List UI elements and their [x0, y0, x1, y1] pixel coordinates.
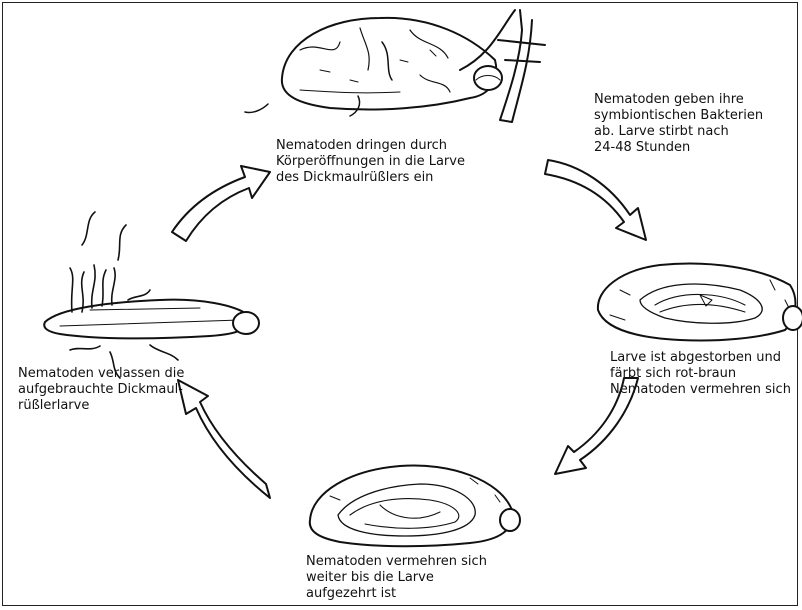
larva-right: [598, 264, 802, 341]
larva-top: [245, 10, 545, 122]
caption-nematodes-leave: Nematoden verlassen die aufgebrauchte Di…: [18, 366, 184, 414]
caption-nematodes-enter: Nematoden dringen durch Körperöffnungen …: [276, 138, 465, 186]
caption-larva-dead: Larve ist abgestorben und färbt sich rot…: [610, 350, 791, 398]
arrow-left-to-top: [172, 166, 270, 241]
larva-bottom: [310, 465, 520, 546]
caption-nematodes-multiply: Nematoden vermehren sich weiter bis die …: [306, 554, 487, 602]
arrow-bottom-to-left: [178, 380, 270, 498]
caption-bacteria-release: Nematoden geben ihre symbiontischen Bakt…: [594, 92, 763, 156]
larva-left: [44, 212, 259, 378]
arrow-top-to-right: [545, 160, 646, 240]
